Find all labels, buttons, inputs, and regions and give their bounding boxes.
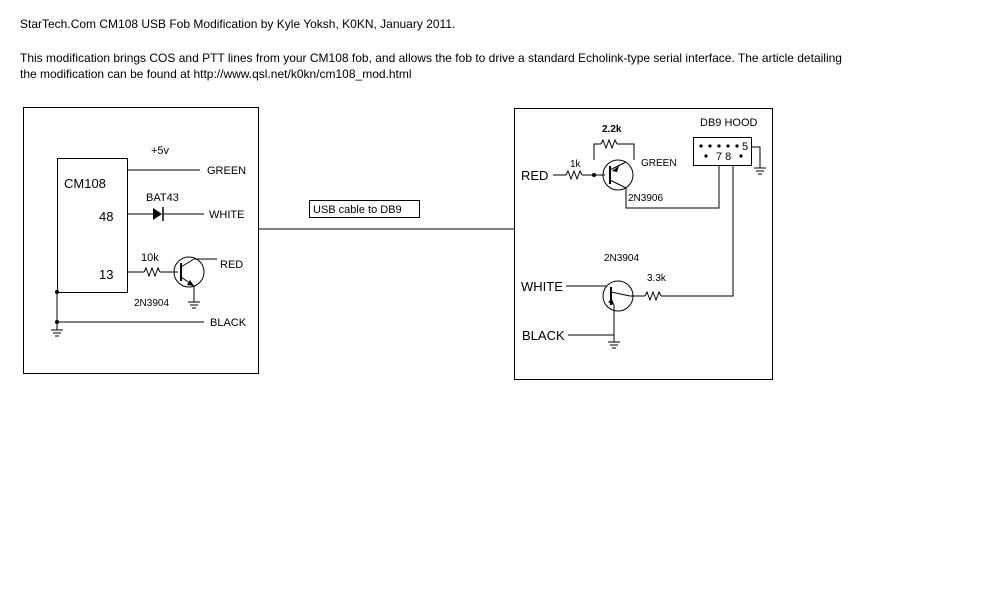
cable-label-box	[309, 200, 420, 218]
cable-label: USB cable to DB9	[313, 204, 402, 216]
diode-bat43	[153, 208, 162, 220]
ground-symbol	[188, 301, 200, 309]
left-board-frame	[23, 107, 259, 374]
green-label-right: GREEN	[641, 158, 677, 169]
red-label: RED	[220, 259, 243, 271]
transistor-bottom-label: 2N3904	[604, 253, 639, 264]
db9-pins78-label: 7 8	[716, 151, 731, 163]
right-board-frame	[514, 108, 773, 380]
transistor-label: 2N3904	[134, 298, 169, 309]
resistor-label: 10k	[141, 252, 159, 264]
transistor-top-label: 2N3906	[628, 193, 663, 204]
resistor-1k	[565, 169, 583, 181]
diode-label: BAT43	[146, 192, 179, 204]
white-label: WHITE	[209, 209, 244, 221]
supply-label: +5v	[151, 145, 170, 157]
resistor-3-3k-label: 3.3k	[647, 273, 667, 284]
ground-symbol	[608, 341, 620, 349]
black-label-right: BLACK	[522, 328, 565, 343]
pin-13-label: 13	[99, 267, 113, 282]
resistor-1k-label: 1k	[570, 159, 582, 170]
green-label: GREEN	[207, 165, 246, 177]
page-title: StarTech.Com CM108 USB Fob Modification …	[20, 17, 456, 31]
description-line-2: the modification can be found at http://…	[20, 67, 412, 81]
db9-hood-label: DB9 HOOD	[700, 117, 758, 129]
cm108-chip	[57, 158, 128, 293]
black-label: BLACK	[210, 317, 247, 329]
ground-symbol	[51, 329, 63, 337]
description-line-1: This modification brings COS and PTT lin…	[20, 51, 842, 65]
resistor-2-2k-label: 2.2k	[602, 124, 622, 135]
white-label-right: WHITE	[521, 279, 563, 294]
pin7-wire	[625, 166, 720, 209]
transistor-top	[602, 159, 634, 191]
resistor-3-3k	[644, 290, 662, 302]
chip-label: CM108	[64, 176, 106, 191]
ground-symbol	[754, 167, 766, 175]
pin8-wire	[661, 166, 734, 297]
resistor-10k	[143, 266, 161, 278]
pin-48-label: 48	[99, 209, 113, 224]
db9-pins	[699, 144, 743, 158]
transistor-left	[173, 256, 217, 302]
transistor-bottom	[602, 280, 634, 312]
db9-pin5-label: 5	[742, 141, 748, 153]
red-label-right: RED	[521, 168, 548, 183]
resistor-2-2k	[600, 138, 618, 150]
db9-connector	[693, 137, 752, 166]
